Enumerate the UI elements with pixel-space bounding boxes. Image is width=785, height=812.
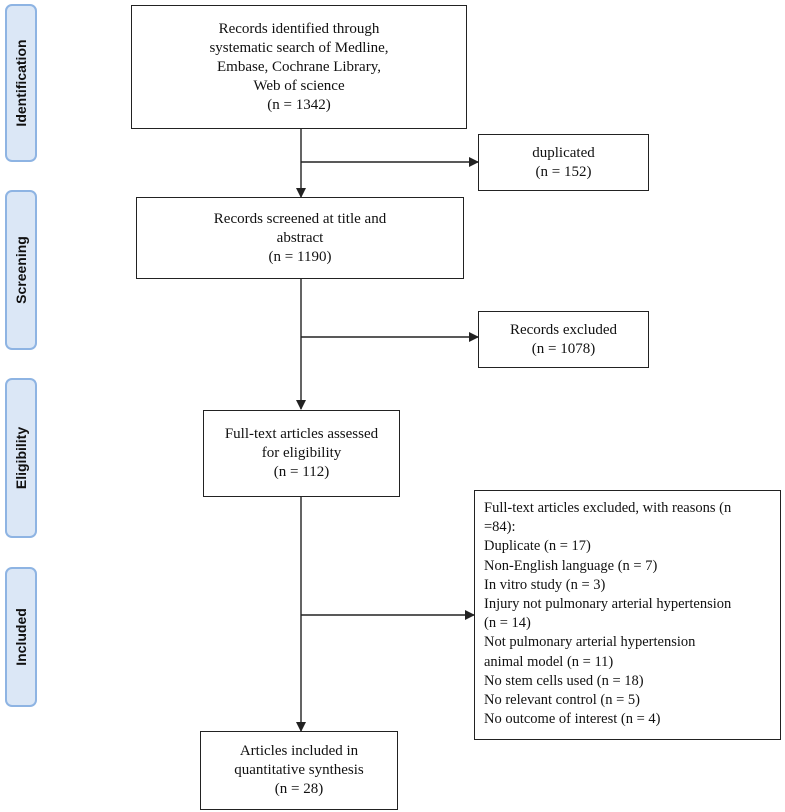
identified-line-3: Embase, Cochrane Library,: [217, 58, 381, 75]
identified-line-2: systematic search of Medline,: [209, 39, 389, 56]
box-articles-included: Articles included in quantitative synthe…: [200, 731, 398, 810]
screened-line-1: Records screened at title and: [213, 210, 387, 227]
fulltext-excluded-line-7: (n = 14): [484, 615, 531, 632]
included-line-3: (n = 28): [274, 781, 324, 797]
box-records-screened: Records screened at title and abstract (…: [136, 197, 464, 279]
identified-line-5: (n = 1342): [267, 96, 331, 113]
stage-included: Included: [5, 567, 37, 707]
screened-line-2: abstract: [276, 229, 324, 246]
fulltext-line-2: for eligibility: [261, 445, 342, 461]
duplicated-line-2: (n = 152): [535, 163, 592, 180]
fulltext-excluded-line-8: Not pulmonary arterial hypertension: [484, 634, 696, 651]
box-duplicated: duplicated (n = 152): [478, 134, 649, 191]
stage-identification: Identification: [5, 4, 37, 162]
fulltext-line-1: Full-text articles assessed: [224, 426, 379, 442]
duplicated-line-1: duplicated: [532, 144, 595, 161]
fulltext-excluded-line-3: Duplicate (n = 17): [484, 538, 591, 555]
box-full-text-excluded: Full-text articles excluded, with reason…: [474, 490, 781, 740]
included-line-1: Articles included in: [239, 743, 359, 759]
identified-line-4: Web of science: [253, 77, 345, 94]
fulltext-excluded-line-1: Full-text articles excluded, with reason…: [484, 500, 732, 516]
stage-eligibility: Eligibility: [5, 378, 37, 538]
box-records-identified: Records identified through systematic se…: [131, 5, 467, 129]
fulltext-excluded-line-5: In vitro study (n = 3): [484, 576, 606, 593]
excluded-line-2: (n = 1078): [531, 340, 596, 357]
fulltext-excluded-line-12: No outcome of interest (n = 4): [484, 711, 661, 728]
identified-line-1: Records identified through: [218, 20, 380, 37]
fulltext-line-3: (n = 112): [273, 464, 330, 480]
fulltext-excluded-line-2: =84):: [484, 519, 516, 536]
fulltext-excluded-line-9: animal model (n = 11): [484, 653, 614, 670]
fulltext-excluded-line-10: No stem cells used (n = 18): [484, 672, 644, 689]
box-full-text-assessed: Full-text articles assessed for eligibil…: [203, 410, 400, 497]
fulltext-excluded-line-11: No relevant control (n = 5): [484, 692, 640, 709]
fulltext-excluded-line-6: Injury not pulmonary arterial hypertensi…: [484, 596, 732, 613]
box-records-excluded: Records excluded (n = 1078): [478, 311, 649, 368]
included-line-2: quantitative synthesis: [234, 762, 364, 778]
excluded-line-1: Records excluded: [509, 321, 618, 338]
screened-line-3: (n = 1190): [268, 248, 332, 265]
fulltext-excluded-line-4: Non-English language (n = 7): [484, 557, 658, 574]
stage-screening: Screening: [5, 190, 37, 350]
